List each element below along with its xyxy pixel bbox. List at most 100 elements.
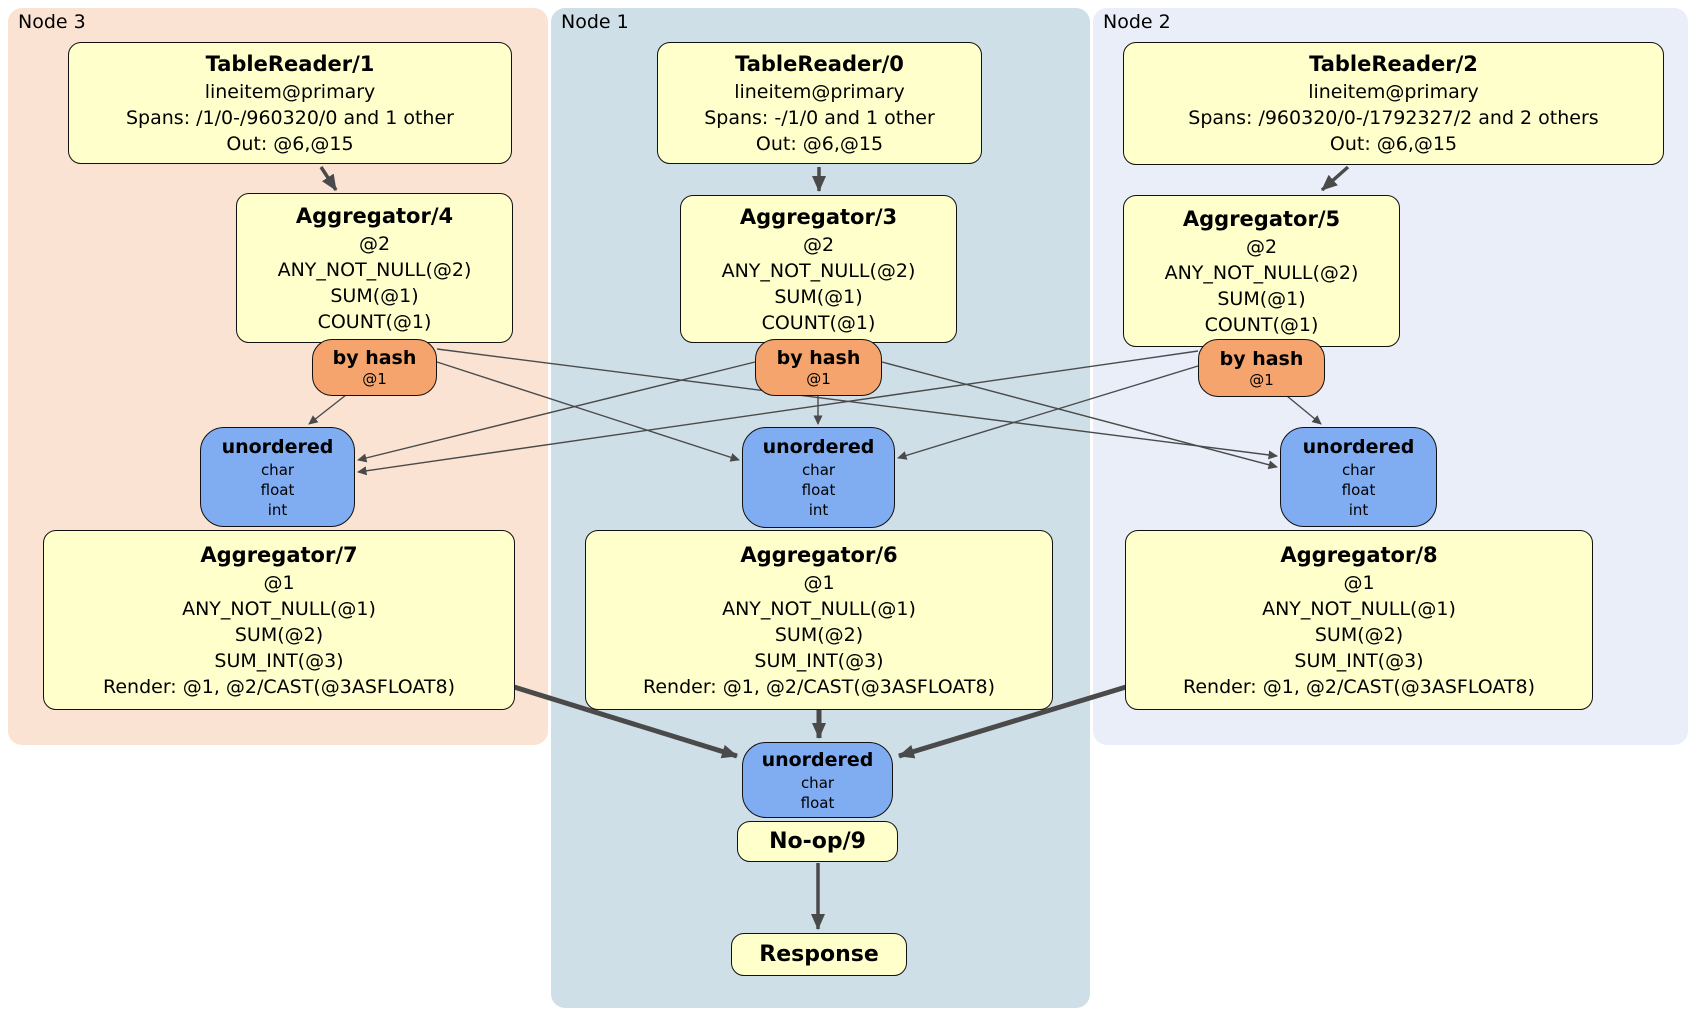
box-line: @2 xyxy=(1245,235,1278,258)
box-line: lineitem@primary xyxy=(734,80,905,103)
box-line: char xyxy=(801,461,836,479)
box-tablereader2: TableReader/2 lineitem@primary Spans: /9… xyxy=(1123,42,1664,165)
edge-aggregator8-syncfinal xyxy=(898,684,1127,759)
box-sync-unordered-2: unordered char float int xyxy=(1280,427,1437,527)
box-line: int xyxy=(808,501,829,519)
box-line: COUNT(@1) xyxy=(317,310,432,333)
box-line: @1 xyxy=(803,571,835,594)
box-line: COUNT(@1) xyxy=(1204,313,1319,336)
edge-aggregator7-syncfinal xyxy=(513,684,738,759)
box-title: Response xyxy=(759,941,879,967)
box-line: Out: @6,@15 xyxy=(226,132,354,155)
box-title: unordered xyxy=(221,435,334,458)
box-aggregator4: Aggregator/4 @2 ANY_NOT_NULL(@2) SUM(@1)… xyxy=(236,193,513,343)
box-line: int xyxy=(1348,500,1369,519)
edge-router1-sync3 xyxy=(357,361,756,463)
box-line: @1 xyxy=(263,571,295,594)
box-line: ANY_NOT_NULL(@2) xyxy=(277,258,472,281)
box-line: @1 xyxy=(806,370,831,388)
edge-tablereader1-aggregator4 xyxy=(319,166,338,191)
box-aggregator5: Aggregator/5 @2 ANY_NOT_NULL(@2) SUM(@1)… xyxy=(1123,195,1400,347)
box-title: Aggregator/5 xyxy=(1182,206,1341,231)
box-router-by-hash-2: by hash @1 xyxy=(1198,339,1325,397)
box-line: ANY_NOT_NULL(@1) xyxy=(182,597,376,620)
box-sync-unordered-1: unordered char float int xyxy=(742,427,895,528)
box-line: float xyxy=(260,480,295,499)
edge-router2-sync1 xyxy=(897,365,1199,460)
box-sync-unordered-3: unordered char float int xyxy=(200,427,355,527)
box-line: char xyxy=(800,773,835,792)
box-line: lineitem@primary xyxy=(1308,81,1479,103)
box-title: Aggregator/4 xyxy=(295,203,454,228)
box-line: @2 xyxy=(358,232,391,255)
box-line: @1 xyxy=(1343,571,1375,594)
box-line: @2 xyxy=(802,233,835,256)
box-line: float xyxy=(800,793,835,812)
box-title: unordered xyxy=(762,436,875,458)
box-aggregator8: Aggregator/8 @1 ANY_NOT_NULL(@1) SUM(@2)… xyxy=(1125,530,1593,710)
edge-router2-sync3 xyxy=(357,350,1199,476)
box-line: ANY_NOT_NULL(@1) xyxy=(722,597,916,620)
box-line: COUNT(@1) xyxy=(761,311,876,334)
box-title: Aggregator/6 xyxy=(740,542,898,567)
edge-router2-sync2 xyxy=(1286,395,1322,425)
box-tablereader0: TableReader/0 lineitem@primary Spans: -/… xyxy=(657,42,982,164)
box-line: Spans: /960320/0-/1792327/2 and 2 others xyxy=(1188,107,1599,129)
box-aggregator6: Aggregator/6 @1 ANY_NOT_NULL(@1) SUM(@2)… xyxy=(585,530,1053,710)
box-title: TableReader/1 xyxy=(205,51,375,76)
box-line: ANY_NOT_NULL(@2) xyxy=(1164,261,1359,284)
box-tablereader1: TableReader/1 lineitem@primary Spans: /1… xyxy=(68,42,512,164)
edge-router3-sync1 xyxy=(436,361,740,462)
box-line: float xyxy=(801,481,836,499)
box-title: unordered xyxy=(761,748,874,771)
box-line: SUM(@2) xyxy=(234,623,324,646)
box-line: SUM(@1) xyxy=(330,284,419,307)
box-line: int xyxy=(267,500,288,519)
box-noop: No-op/9 xyxy=(737,821,898,862)
box-title: unordered xyxy=(1302,435,1415,458)
box-line: lineitem@primary xyxy=(204,80,376,103)
box-line: SUM(@2) xyxy=(774,623,864,646)
edge-router1-sync2 xyxy=(881,361,1278,470)
box-line: char xyxy=(1341,460,1376,479)
box-line: SUM(@1) xyxy=(774,285,863,308)
box-line: @1 xyxy=(1249,370,1274,389)
box-line: float xyxy=(1341,480,1376,499)
box-line: Render: @1, @2/CAST(@3ASFLOAT8) xyxy=(1183,675,1535,698)
box-line: SUM_INT(@3) xyxy=(1294,649,1424,672)
edge-router3-sync2 xyxy=(436,348,1278,460)
box-line: Render: @1, @2/CAST(@3ASFLOAT8) xyxy=(103,675,455,698)
box-router-by-hash-3: by hash @1 xyxy=(312,339,437,396)
box-title: Aggregator/3 xyxy=(739,204,898,229)
box-line: ANY_NOT_NULL(@2) xyxy=(721,259,916,282)
box-line: Out: @6,@15 xyxy=(755,132,884,155)
box-aggregator3: Aggregator/3 @2 ANY_NOT_NULL(@2) SUM(@1)… xyxy=(680,195,957,343)
node1-label: Node 1 xyxy=(561,11,629,33)
box-line: char xyxy=(260,460,295,479)
box-line: Spans: -/1/0 and 1 other xyxy=(704,106,935,129)
box-title: No-op/9 xyxy=(769,828,866,854)
edge-router3-sync3 xyxy=(308,394,347,425)
box-line: Render: @1, @2/CAST(@3ASFLOAT8) xyxy=(643,675,995,698)
box-line: ANY_NOT_NULL(@1) xyxy=(1262,597,1456,620)
box-aggregator7: Aggregator/7 @1 ANY_NOT_NULL(@1) SUM(@2)… xyxy=(43,530,515,710)
box-line: SUM(@2) xyxy=(1314,623,1404,646)
box-line: Spans: /1/0-/960320/0 and 1 other xyxy=(126,106,454,129)
box-sync-unordered-final: unordered char float xyxy=(742,742,893,818)
box-line: SUM_INT(@3) xyxy=(754,649,884,672)
box-title: Aggregator/7 xyxy=(200,542,358,567)
box-response: Response xyxy=(731,933,907,976)
node2-label: Node 2 xyxy=(1103,11,1171,33)
box-title: TableReader/2 xyxy=(1309,52,1478,76)
box-title: by hash xyxy=(776,347,861,369)
box-router-by-hash-1: by hash @1 xyxy=(755,339,882,396)
box-line: Out: @6,@15 xyxy=(1329,133,1458,155)
box-title: by hash xyxy=(1219,347,1304,370)
box-title: Aggregator/8 xyxy=(1280,542,1438,567)
box-title: by hash xyxy=(332,347,417,369)
node3-label: Node 3 xyxy=(18,11,86,33)
box-title: TableReader/0 xyxy=(735,51,904,76)
box-line: SUM_INT(@3) xyxy=(214,649,344,672)
